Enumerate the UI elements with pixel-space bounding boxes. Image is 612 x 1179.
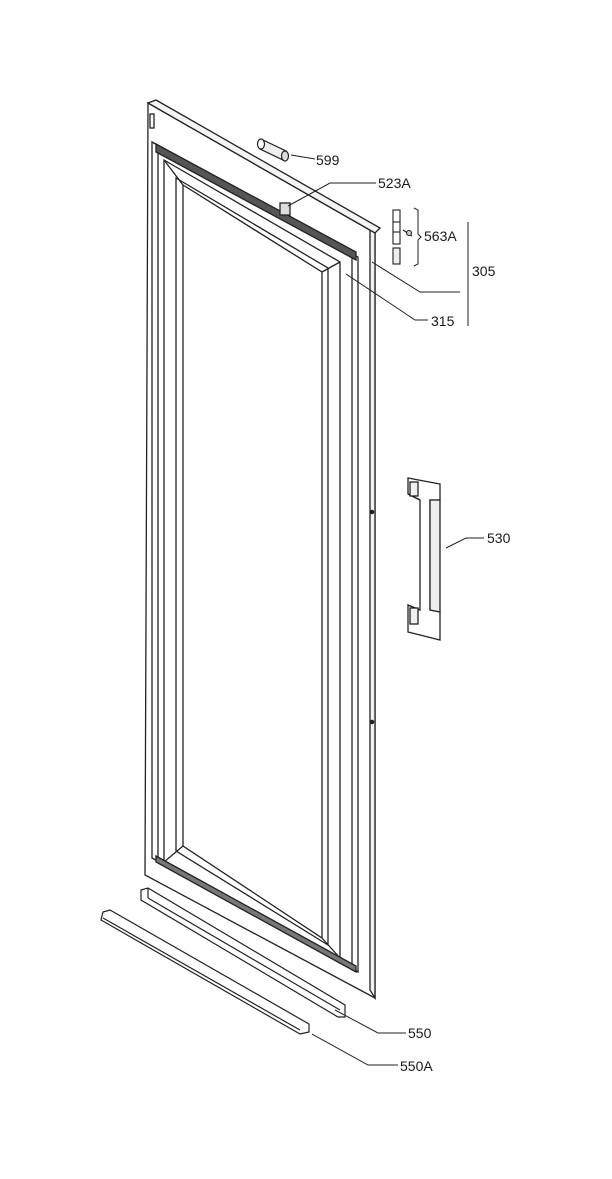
callout-labels: 599 523A 563A 305 315 530 550 550A — [316, 152, 511, 1074]
bevel-line-tr — [321, 261, 341, 273]
bevel-line-br — [321, 937, 341, 959]
gasket-bottom-strip — [155, 854, 357, 974]
edge-screw-1 — [369, 509, 375, 515]
door-top-edge — [146, 99, 382, 234]
callout-563a: 563A — [424, 228, 457, 244]
door-panel — [144, 99, 382, 1001]
part-599-pin — [256, 138, 290, 162]
bevel-line-tl — [163, 159, 184, 186]
callout-530: 530 — [487, 530, 511, 546]
brace-563a — [413, 207, 422, 267]
edge-screw-2 — [369, 719, 375, 725]
leader-523a — [287, 182, 376, 207]
part-563a-hinge-pins — [392, 209, 413, 265]
leader-550a — [311, 1033, 398, 1066]
leader-315 — [345, 273, 428, 321]
bevel-line-bl — [163, 845, 184, 863]
leader-305 — [371, 261, 460, 293]
part-550a-strip — [100, 909, 310, 1035]
door-side-edge — [369, 228, 376, 1001]
part-550-trim — [140, 887, 346, 1018]
gasket-top-strip — [155, 142, 357, 262]
callout-315: 315 — [431, 313, 455, 329]
corner-mark — [149, 113, 155, 129]
top-hinge-nub — [279, 202, 291, 216]
leader-lines — [287, 154, 484, 1066]
leader-550 — [334, 1009, 406, 1034]
leader-530 — [445, 537, 484, 549]
callout-523a: 523A — [378, 175, 411, 191]
part-530-handle — [407, 477, 441, 641]
callout-599: 599 — [316, 152, 340, 168]
leader-599 — [290, 154, 316, 160]
callout-305: 305 — [472, 263, 496, 279]
callout-550: 550 — [408, 1025, 432, 1041]
callout-550a: 550A — [400, 1058, 433, 1074]
